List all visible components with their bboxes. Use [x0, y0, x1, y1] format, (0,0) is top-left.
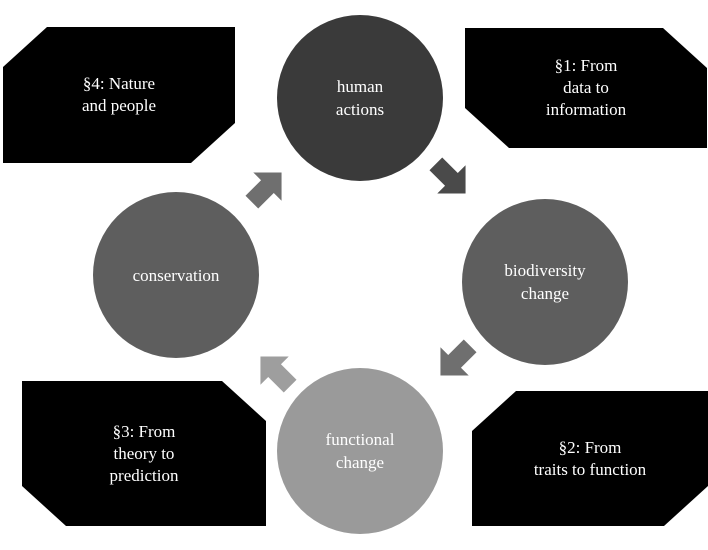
- node-conservation: conservation: [93, 192, 259, 358]
- node-label-human-actions: human actions: [335, 77, 385, 119]
- section-box-1: §1: From data to information: [465, 28, 707, 148]
- node-functional-change: functional change: [277, 368, 443, 534]
- arrow-biodiversity-to-functional: [440, 339, 477, 376]
- arrow-conservation-to-human: [245, 172, 282, 209]
- arrow-human-to-biodiversity: [429, 157, 466, 194]
- arrow-functional-to-conservation: [260, 356, 297, 393]
- node-label-biodiversity-change: biodiversity change: [504, 261, 586, 303]
- section-label-3: §3: From theory to prediction: [109, 421, 179, 485]
- node-biodiversity-change: biodiversity change: [462, 199, 628, 365]
- section-box-4: §4: Nature and people: [3, 27, 235, 163]
- section-box-3: §3: From theory to prediction: [22, 381, 266, 526]
- section-label-2: §2: From traits to function: [533, 437, 647, 479]
- section-label-1: §1: From data to information: [545, 56, 627, 119]
- section-box-2: §2: From traits to function: [472, 391, 708, 526]
- node-label-functional-change: functional change: [325, 430, 395, 472]
- node-human-actions: human actions: [277, 15, 443, 181]
- section-label-4: §4: Nature and people: [81, 74, 157, 115]
- node-label-conservation: conservation: [132, 265, 220, 285]
